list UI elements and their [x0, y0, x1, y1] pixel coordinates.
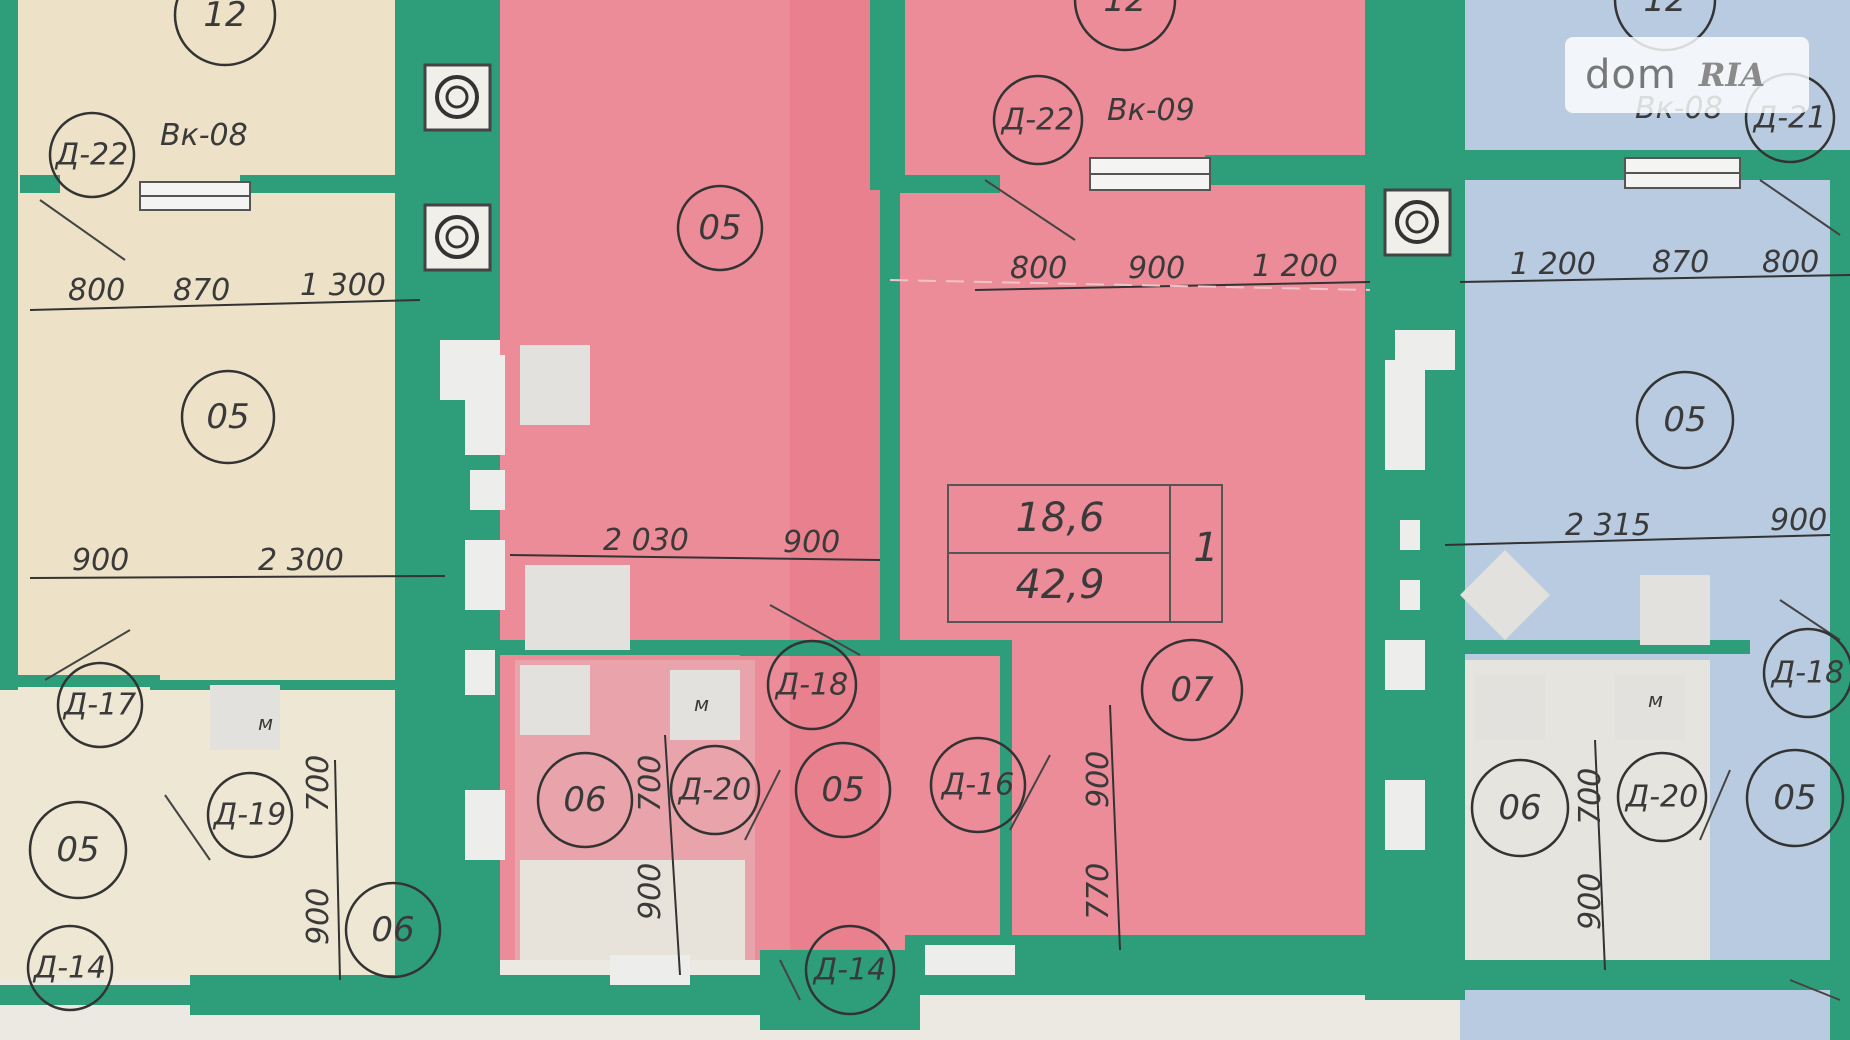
dim-vert-center-900: 900: [1081, 751, 1116, 808]
appliance-mark-right: м: [1648, 688, 1663, 712]
unit-card: 18,6 42,9 1: [947, 484, 1223, 623]
door-tag-d22-center: Д-22: [992, 74, 1084, 166]
dim-vert-right-900: 900: [1573, 873, 1608, 930]
vent-shafts: [423, 63, 1452, 272]
center-top-room: [905, 0, 1370, 160]
door-tag-d16: Д-16: [929, 736, 1027, 834]
dimension-lines: [29, 274, 1850, 981]
svg-text:06: 06: [1498, 788, 1541, 828]
window-symbols: [139, 157, 1741, 211]
dim-left-800: 800: [68, 273, 125, 308]
dim-mid-900: 900: [783, 525, 840, 560]
appliance-mark-center: м: [694, 692, 709, 716]
dim-vert-mid-700: 700: [633, 755, 668, 812]
dim-center-1200: 1 200: [1252, 249, 1338, 284]
door-tag-d14-center: Д-14: [804, 924, 896, 1016]
svg-text:Д-18: Д-18: [774, 668, 848, 703]
dim-right-870: 870: [1652, 245, 1709, 280]
dim-vert-left-900: 900: [301, 888, 336, 945]
room-number-05-e: 05: [794, 741, 892, 839]
dim-vert-center-770: 770: [1081, 863, 1116, 920]
unit-room-count: 1: [1193, 525, 1218, 571]
dimension-labels: 800 870 1 300 900 2 300 2 030 900 800 90…: [68, 245, 1827, 945]
appliance-mark-left: м: [258, 711, 273, 735]
dim-vert-left-700: 700: [301, 755, 336, 812]
room-number-06-b: 06: [536, 751, 634, 849]
door-tag-d18-right: Д-18: [1762, 627, 1850, 719]
dim-left-900: 900: [72, 543, 129, 578]
dim-right-800: 800: [1762, 245, 1819, 280]
left-unit-upper: [0, 0, 440, 680]
center-unit-shade: [790, 0, 880, 960]
center-bath-floor: [520, 860, 745, 960]
unit-total-area: 42,9: [1015, 562, 1104, 608]
svg-text:05: 05: [56, 830, 99, 870]
svg-text:Д-22: Д-22: [54, 138, 128, 173]
door-tag-d18-center: Д-18: [766, 639, 858, 731]
fixtures: [210, 345, 1710, 750]
appliance-marks: м м м: [258, 688, 1663, 735]
room-number-12-left: 12: [173, 0, 277, 67]
door-tag-d22-left: Д-22: [48, 111, 136, 199]
room-number-12-center: 12: [1073, 0, 1177, 52]
room-number-05-c: 05: [1635, 370, 1735, 470]
svg-text:07: 07: [1170, 670, 1214, 710]
svg-text:12: 12: [1643, 0, 1686, 20]
door-tags: Д-22 Д-22 Д-21 Д-17 Д-19 Д-14 Д-18 Д-20 …: [26, 72, 1850, 1016]
window-tag-vk08-left: Вк-08: [160, 118, 248, 153]
svg-text:12: 12: [1103, 0, 1146, 20]
dim-center-900: 900: [1128, 251, 1185, 286]
door-tag-d19: Д-19: [206, 771, 294, 859]
svg-text:06: 06: [563, 780, 606, 820]
dim-left-870: 870: [173, 273, 230, 308]
svg-text:Д-20: Д-20: [1624, 780, 1698, 815]
room-numbers: 12 12 12 05 05 05 05 05 05 06 06 06 07: [28, 0, 1845, 979]
watermark-brand-part1: dom: [1585, 52, 1677, 98]
unit-living-area: 18,6: [1015, 495, 1104, 541]
svg-text:Д-14: Д-14: [812, 953, 886, 988]
door-swings: [39, 179, 1841, 1001]
dim-right-1200: 1 200: [1510, 247, 1596, 282]
dim-center-800: 800: [1010, 251, 1067, 286]
dim-right-2315: 2 315: [1565, 508, 1651, 543]
dim-vert-mid-900: 900: [633, 863, 668, 920]
dim-right-900: 900: [1770, 503, 1827, 538]
svg-text:Д-19: Д-19: [212, 798, 286, 833]
svg-text:Д-14: Д-14: [32, 951, 106, 986]
room-number-05-a: 05: [676, 184, 764, 272]
dim-vert-right-700: 700: [1573, 768, 1608, 825]
door-tag-d20-right: Д-20: [1616, 751, 1708, 843]
door-tag-d20-center: Д-20: [669, 744, 761, 836]
svg-text:Д-22: Д-22: [1000, 103, 1074, 138]
svg-text:05: 05: [821, 770, 864, 810]
wall-niches: [440, 330, 1455, 985]
svg-text:05: 05: [206, 397, 249, 437]
svg-text:Д-16: Д-16: [940, 768, 1014, 803]
room-number-07: 07: [1140, 638, 1244, 742]
watermark-brand-part2: RIA: [1698, 56, 1766, 94]
svg-text:12: 12: [203, 0, 246, 35]
room-number-05-d: 05: [28, 800, 128, 900]
svg-text:Д-20: Д-20: [677, 773, 751, 808]
svg-text:06: 06: [371, 910, 414, 950]
room-number-06-c: 06: [1470, 758, 1570, 858]
room-number-05-f: 05: [1745, 748, 1845, 848]
door-tag-d14-left: Д-14: [26, 924, 114, 1012]
dim-left-1300: 1 300: [300, 268, 386, 303]
svg-text:Д-17: Д-17: [62, 688, 136, 723]
dim-mid-2030: 2 030: [603, 523, 689, 558]
watermark-logo: dom RIA: [1565, 37, 1809, 113]
svg-text:05: 05: [1663, 400, 1706, 440]
room-number-06-a: 06: [344, 881, 442, 979]
dim-left-2300: 2 300: [258, 543, 344, 578]
svg-text:Д-18: Д-18: [1770, 656, 1844, 691]
door-tag-d17: Д-17: [56, 661, 144, 749]
svg-text:05: 05: [1773, 778, 1816, 818]
svg-text:05: 05: [698, 208, 741, 248]
room-number-05-b: 05: [180, 369, 276, 465]
window-tag-vk09: Вк-09: [1107, 93, 1195, 128]
